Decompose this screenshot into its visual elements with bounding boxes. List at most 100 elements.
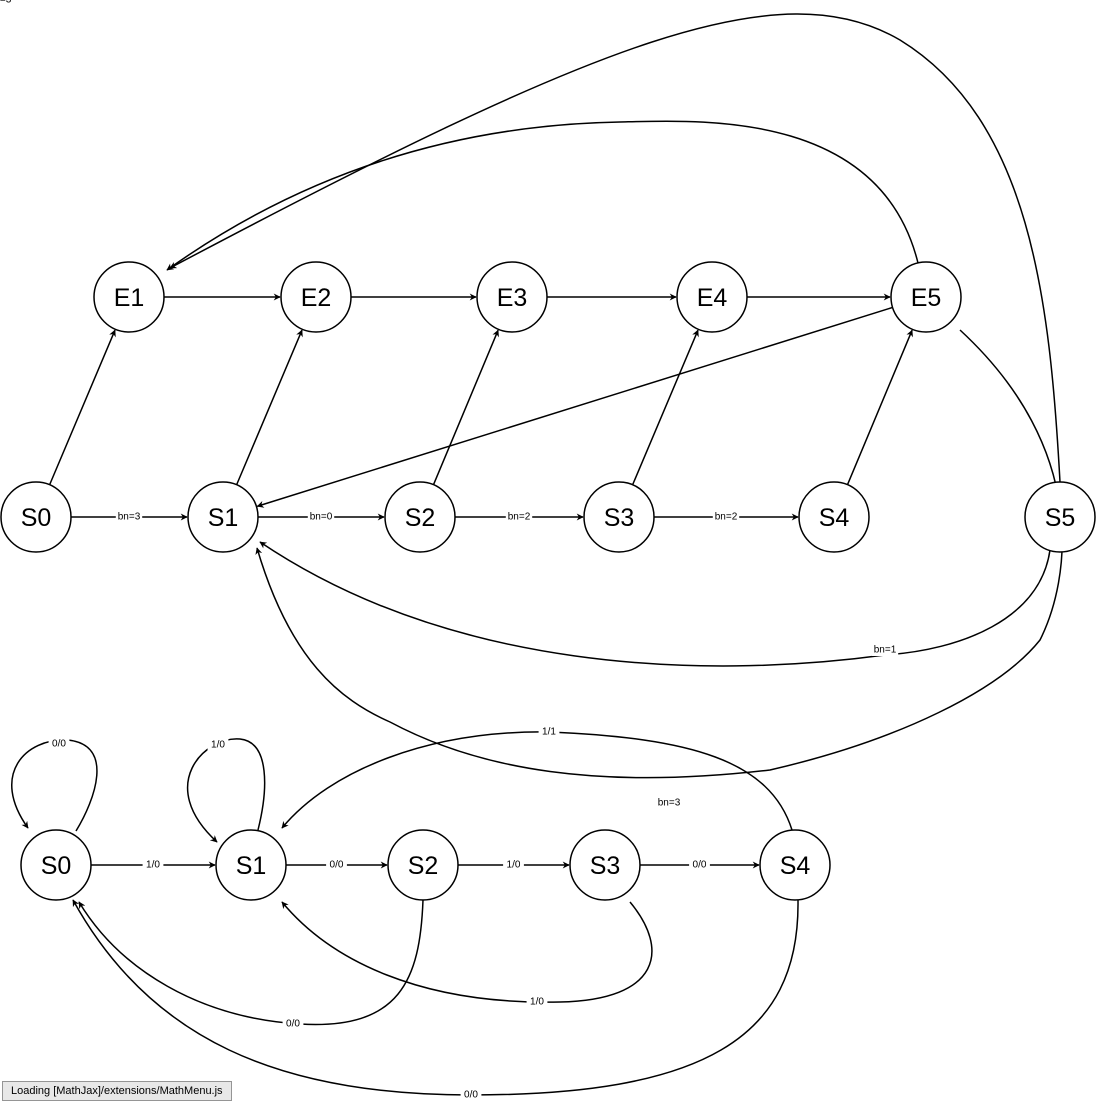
bottom-node-s1: S1	[215, 829, 287, 901]
top-node-e2-label: E2	[301, 284, 332, 312]
top-edge-s2-to-e3	[432, 329, 499, 485]
top-node-s5-label: S5	[1045, 504, 1076, 532]
top-edge-s5-to-s1-label-text: bn=3	[0, 0, 12, 6]
top-node-e4-circle	[676, 261, 748, 333]
bottom-edge-s1-to-s1-label-text: 1/0	[211, 740, 225, 751]
bottom-edge-s1-to-s1-path	[186, 738, 266, 843]
bottom-edge-s4-to-s1-label: 1/1	[538, 726, 560, 738]
top-node-s3-circle	[583, 481, 655, 553]
top-edge-s0-to-s1-label-bg	[115, 511, 143, 523]
top-edge-e5-to-s1-path	[256, 306, 893, 508]
top-edge-e5-to-e1-path	[166, 120, 919, 271]
top-edge-s3-to-s4-label-text: bn=2	[715, 512, 738, 523]
top-node-e3: E3	[476, 261, 548, 333]
bottom-edge-s0-to-s1-label-text: 1/0	[146, 860, 160, 871]
bottom-edge-s2-to-s3-label-bg	[503, 859, 524, 871]
top-node-s3-label: S3	[604, 504, 635, 532]
bottom-edge-s3-to-s1-label: 1/0	[526, 996, 548, 1008]
bottom-edge-s2-to-s0-label-text: 0/0	[286, 1019, 300, 1030]
bottom-node-s0-label: S0	[41, 852, 72, 880]
labels-layer: bn=3 bn=0 bn=2 bn=2 bn=1 bn=3 0/0 1/0 1/0 0/0 1/0 0…	[0, 0, 899, 1101]
top-node-s3: S3	[583, 481, 655, 553]
bottom-edge-s2-to-s3-label: 1/0	[503, 859, 524, 871]
top-edge-s4-to-s5-path	[259, 541, 1051, 667]
bottom-edge-s0-to-s0-path	[11, 739, 98, 832]
bottom-edge-s1-to-s1-label-bg	[207, 739, 229, 751]
bottom-node-s3-label: S3	[590, 852, 621, 880]
top-node-s2-circle	[384, 481, 456, 553]
top-edge-e5-to-s1	[256, 306, 893, 508]
bottom-edge-s4-to-s1-path	[281, 731, 793, 831]
top-edge-s3-to-e4-path	[631, 329, 699, 486]
bottom-edge-s2-to-s0-label: 0/0	[282, 1018, 304, 1030]
top-node-s4-label: S4	[819, 504, 850, 532]
bottom-node-s1-circle	[215, 829, 287, 901]
bottom-edge-s4-to-s1	[281, 731, 793, 831]
bottom-node-s4: S4	[759, 829, 831, 901]
top-node-e5-label: E5	[911, 284, 942, 312]
top-edge-s4-to-s5	[259, 541, 1051, 667]
bottom-edge-s4-to-s1-label-text: 1/1	[542, 727, 556, 738]
top-edge-s0-to-s1-label: bn=3	[115, 511, 143, 523]
top-edge-s3-to-s4-label-bg	[712, 511, 740, 523]
top-edge-s5-to-e1	[169, 13, 1061, 483]
top-edge-s4-to-s5-label-text: bn=1	[874, 645, 897, 656]
top-edge-s5-to-s1-label-bg	[0, 0, 27, 12]
top-edge-s1-to-e2-path	[235, 329, 303, 486]
bottom-floating-label: bn=3	[658, 798, 681, 809]
top-node-e4: E4	[676, 261, 748, 333]
top-node-e3-circle	[476, 261, 548, 333]
top-node-e2: E2	[280, 261, 352, 333]
top-node-s0: S0	[0, 481, 72, 553]
bottom-edge-s4-to-s0-label-bg	[460, 1089, 482, 1101]
top-edge-s3-to-s4-label: bn=2	[712, 511, 740, 523]
top-edge-s4-to-e5-path	[846, 329, 913, 485]
bottom-edge-s3-to-s1	[281, 901, 653, 1003]
top-node-s2-label: S2	[405, 504, 436, 532]
bottom-node-s3-circle	[569, 829, 641, 901]
top-node-e1: E1	[93, 261, 165, 333]
bottom-edge-s2-to-s3-label-text: 1/0	[507, 860, 521, 871]
bottom-edge-s2-to-s0-label-bg	[282, 1018, 304, 1030]
top-node-e4-label: E4	[697, 284, 728, 312]
top-node-e1-label: E1	[114, 284, 145, 312]
bottom-node-s2: S2	[387, 829, 459, 901]
top-node-s0-circle	[0, 481, 72, 553]
top-edge-s1-to-s2-label-bg	[307, 511, 335, 523]
bottom-edge-s0-to-s0-label-text: 0/0	[52, 739, 66, 750]
top-edge-s5-to-s1-path	[255, 329, 1063, 779]
bottom-edge-s4-to-s0-label-text: 0/0	[464, 1090, 478, 1101]
top-edge-s1-to-e2	[235, 329, 303, 486]
top-node-s5: S5	[1024, 481, 1096, 553]
bottom-edge-s0-to-s1-label-bg	[142, 859, 164, 871]
bottom-edge-s1-to-s2-label: 0/0	[326, 859, 347, 871]
edges-layer	[11, 13, 1063, 1096]
top-edge-s4-to-e5	[846, 329, 913, 485]
bottom-edge-s3-to-s4-label-text: 0/0	[693, 860, 707, 871]
bottom-node-s1-label: S1	[236, 852, 267, 880]
bottom-node-s4-label: S4	[780, 852, 811, 880]
top-edge-s1-to-s2-label: bn=0	[307, 511, 335, 523]
bottom-node-s3: S3	[569, 829, 641, 901]
top-node-s1-label: S1	[208, 504, 239, 532]
top-edge-s3-to-e4	[631, 329, 699, 486]
bottom-edge-s3-to-s1-label-bg	[526, 996, 548, 1008]
top-edge-s5-to-e1-path	[169, 13, 1061, 483]
bottom-edge-s3-to-s1-label-text: 1/0	[530, 997, 544, 1008]
bottom-node-s2-circle	[387, 829, 459, 901]
top-edge-s4-to-s5-label: bn=1	[871, 644, 899, 656]
top-edge-s2-to-s3-label: bn=2	[505, 511, 533, 523]
top-node-e3-label: E3	[497, 284, 528, 312]
bottom-edge-s4-to-s0-path	[72, 899, 799, 1096]
top-node-s0-label: S0	[21, 504, 52, 532]
bottom-node-s2-label: S2	[408, 852, 439, 880]
top-node-s1: S1	[187, 481, 259, 553]
bottom-edge-s1-to-s2-label-text: 0/0	[330, 860, 344, 871]
top-edge-s4-to-s5-label-bg	[871, 644, 899, 656]
bottom-edge-s0-to-s1-label: 1/0	[142, 859, 164, 871]
top-node-s4: S4	[798, 481, 870, 553]
bottom-node-s0: S0	[20, 829, 92, 901]
top-edge-s0-to-e1	[48, 329, 116, 486]
bottom-edge-s1-to-s1	[186, 738, 266, 843]
